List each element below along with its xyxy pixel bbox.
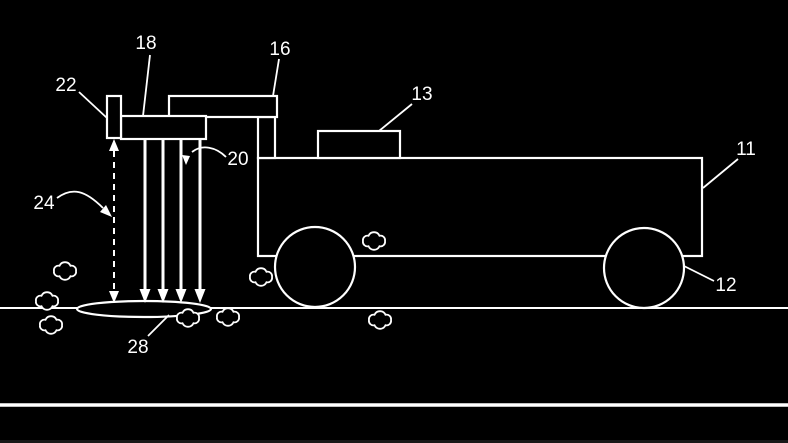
- height-measurement-arrow: [109, 139, 119, 303]
- leader-line-16: [272, 58, 280, 97]
- splash-cloud-1: [53, 261, 77, 281]
- label-20: 20: [227, 149, 248, 170]
- boom-arm: [167, 94, 279, 119]
- nozzle-end-block: [105, 94, 123, 140]
- equipment-box: [316, 129, 402, 160]
- splash-cloud-8: [368, 310, 392, 330]
- splash-cloud-3: [39, 315, 63, 335]
- ground-pool-ellipse: [75, 299, 213, 319]
- label-11: 11: [736, 139, 756, 160]
- leader-line-11: [702, 158, 739, 189]
- label-13: 13: [411, 84, 432, 105]
- splash-cloud-6: [249, 267, 273, 287]
- label-16: 16: [269, 39, 290, 60]
- bottom-edge-strip: [0, 440, 788, 443]
- spray-stream-line-4: [193, 137, 207, 305]
- spray-stream-line-1: [138, 137, 152, 305]
- leader-line-24: [56, 190, 112, 217]
- height-arrow-up: [109, 139, 119, 151]
- leader-line-12: [683, 265, 715, 282]
- spray-stream-line-3: [174, 137, 188, 305]
- front-wheel: [273, 225, 357, 309]
- leader-line-18: [142, 54, 151, 117]
- leader-line-20: [182, 146, 227, 165]
- label-28: 28: [127, 337, 148, 358]
- splash-cloud-5: [216, 307, 240, 327]
- rear-wheel: [602, 226, 686, 310]
- label-12: 12: [715, 275, 736, 296]
- leader-line-22: [78, 91, 108, 119]
- leader-arrow-24: [100, 205, 112, 217]
- spray-head-bar: [119, 114, 208, 141]
- spray-stream-line-2: [156, 137, 170, 305]
- boom-support-post: [256, 115, 277, 160]
- label-22: 22: [55, 75, 76, 96]
- height-arrow-down: [109, 291, 119, 303]
- leader-line-13: [378, 103, 413, 132]
- leader-line-28: [147, 314, 170, 337]
- leader-arrow-20: [182, 155, 190, 165]
- label-24: 24: [33, 193, 55, 214]
- label-18: 18: [135, 33, 156, 54]
